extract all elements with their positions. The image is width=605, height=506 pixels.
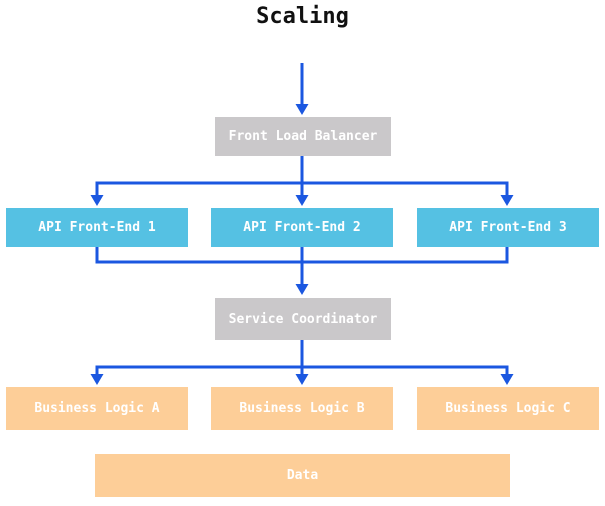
node-label: Front Load Balancer xyxy=(228,129,378,144)
node-data: Data xyxy=(95,454,510,497)
node-service-coordinator: Service Coordinator xyxy=(215,298,391,340)
node-api-front-end-2: API Front-End 2 xyxy=(211,208,393,247)
arrowhead-to-sc xyxy=(295,284,309,295)
node-label: API Front-End 3 xyxy=(449,220,567,235)
node-api-front-end-1: API Front-End 1 xyxy=(6,208,188,247)
arrowhead-to-blb xyxy=(295,374,309,385)
node-label: Business Logic A xyxy=(34,401,160,416)
node-business-logic-c: Business Logic C xyxy=(417,387,599,430)
diagram-title: Scaling xyxy=(256,4,349,29)
node-label: API Front-End 1 xyxy=(38,220,156,235)
node-label: Data xyxy=(286,468,319,483)
node-api-front-end-3: API Front-End 3 xyxy=(417,208,599,247)
node-label: API Front-End 2 xyxy=(243,220,361,235)
node-front-load-balancer: Front Load Balancer xyxy=(215,117,391,156)
node-business-logic-a: Business Logic A xyxy=(6,387,188,430)
node-label: Business Logic C xyxy=(445,401,571,416)
arrowhead-to-api2 xyxy=(295,195,309,206)
arrowhead-to-api1 xyxy=(90,195,104,206)
arrowhead-to-blc xyxy=(500,374,514,385)
node-business-logic-b: Business Logic B xyxy=(211,387,393,430)
node-label: Service Coordinator xyxy=(228,311,378,327)
arrowhead-to-api3 xyxy=(500,195,514,206)
node-label: Business Logic B xyxy=(239,401,365,416)
arrowhead-to-flb xyxy=(295,104,309,115)
arrowhead-to-bla xyxy=(90,374,104,385)
